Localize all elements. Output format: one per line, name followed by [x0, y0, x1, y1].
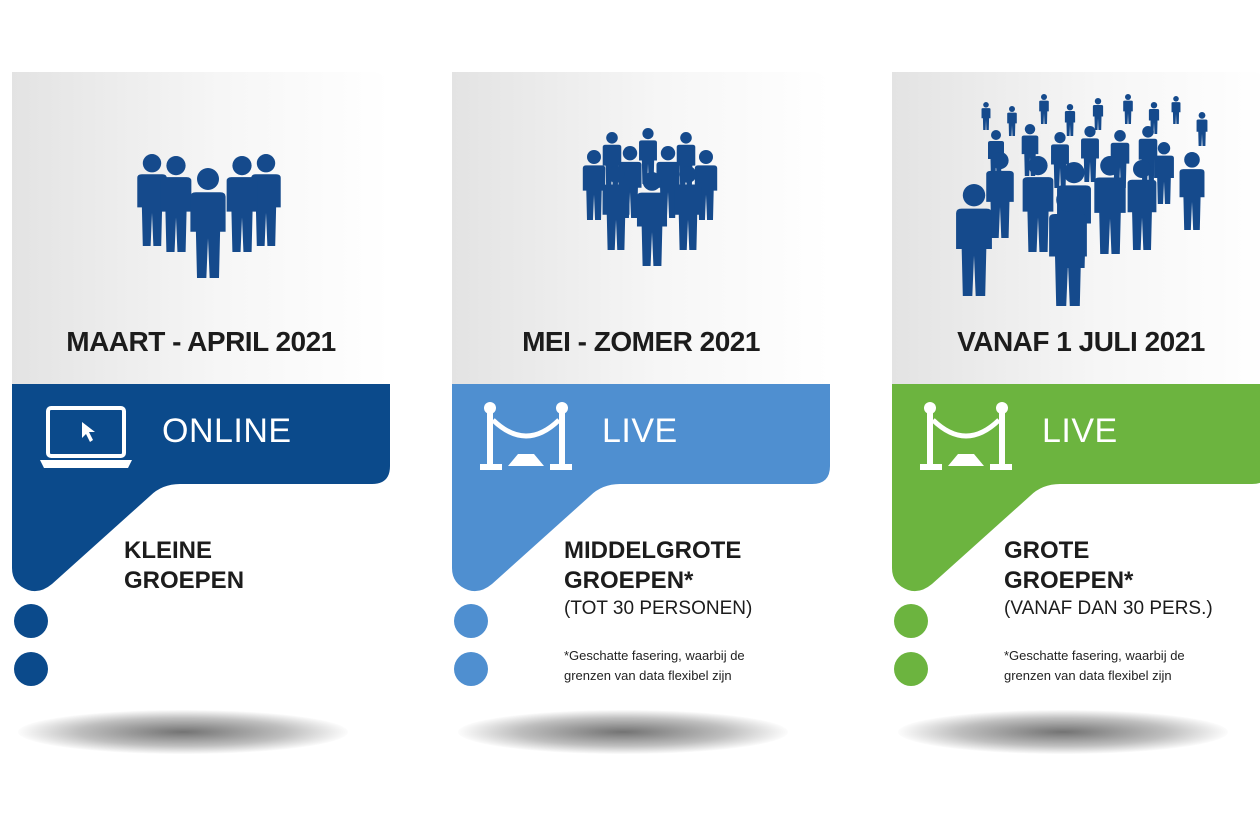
people-group-icon: [956, 94, 1208, 306]
group-size-line-1: KLEINE: [124, 537, 213, 564]
group-size-line-1: MIDDELGROTE: [564, 537, 742, 564]
phase-date: MEI - ZOMER 2021: [522, 326, 760, 357]
group-size-line-1: GROTE: [1004, 537, 1090, 564]
group-size-title: MIDDELGROTE GROEPEN*: [564, 536, 834, 596]
group-size-title: KLEINE GROEPEN: [124, 536, 394, 596]
group-size-subtitle: (TOT 30 PERSONEN): [564, 598, 753, 619]
people-group-icon: [582, 128, 718, 266]
group-size-line-2: GROEPEN*: [564, 567, 694, 594]
footnote-line-1: *Geschatte fasering, waarbij de: [564, 648, 745, 663]
phase-date: VANAF 1 JULI 2021: [957, 326, 1205, 357]
group-size-subtitle: (VANAF DAN 30 PERS.): [1004, 598, 1213, 619]
stanchion-rope-icon: [480, 402, 572, 470]
card-header-panel: MEI - ZOMER 2021: [452, 72, 830, 384]
card-header-panel: VANAF 1 JULI 2021: [892, 72, 1260, 384]
phase-date: MAART - APRIL 2021: [66, 326, 336, 357]
card-shadow: [898, 710, 1228, 754]
stanchion-rope-icon: [920, 402, 1012, 470]
group-size-line-2: GROEPEN*: [1004, 567, 1134, 594]
phase-card-3: VANAF 1 JULI 2021 LIVE GROTE GROEPEN* (V…: [892, 72, 1260, 712]
footnote: *Geschatte fasering, waarbij de grenzen …: [1004, 646, 1185, 686]
mode-banner: [12, 384, 390, 592]
bullet-dot: [454, 652, 488, 686]
bullet-dot: [14, 604, 48, 638]
laptop-icon: [40, 406, 132, 468]
bullet-dot: [14, 652, 48, 686]
mode-banner: [452, 384, 830, 592]
card-shadow: [18, 710, 348, 754]
mode-label: LIVE: [1042, 412, 1118, 450]
bullet-dot: [454, 604, 488, 638]
card-shadow: [458, 710, 788, 754]
mode-label: LIVE: [602, 412, 678, 450]
footnote-line-2: grenzen van data flexibel zijn: [1004, 668, 1172, 683]
footnote-line-1: *Geschatte fasering, waarbij de: [1004, 648, 1185, 663]
group-size-line-2: GROEPEN: [124, 567, 245, 594]
footnote: *Geschatte fasering, waarbij de grenzen …: [564, 646, 745, 686]
phase-card-1: MAART - APRIL 2021 ONLINE KLEINE GROEPEN: [12, 72, 392, 712]
group-size-title: GROTE GROEPEN*: [1004, 536, 1260, 596]
mode-banner: [892, 384, 1260, 592]
mode-label: ONLINE: [162, 412, 292, 450]
bullet-dot: [894, 652, 928, 686]
footnote-line-2: grenzen van data flexibel zijn: [564, 668, 732, 683]
bullet-dot: [894, 604, 928, 638]
phase-card-2: MEI - ZOMER 2021 LIVE MIDDELGROTE GROEPE…: [452, 72, 832, 712]
card-header-panel: MAART - APRIL 2021: [12, 72, 390, 384]
people-group-icon: [137, 154, 281, 278]
